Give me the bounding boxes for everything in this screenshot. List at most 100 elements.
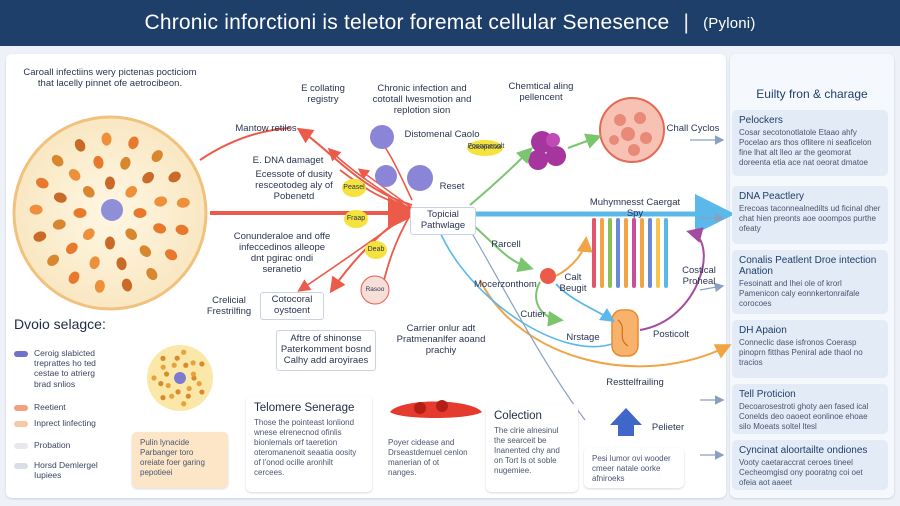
cell-particle [181, 349, 187, 355]
cell-kinase-label: Calt Beugit [559, 272, 587, 294]
legend-swatch [14, 463, 28, 469]
pathways-text: Pesi lumor ovi wooder cmeer natale oorke… [592, 454, 671, 483]
chromosome-bar [608, 218, 612, 288]
chromosome-bar [592, 218, 596, 288]
right-item-text: Fesoinatt and lhei ole of krorl Pamenico… [739, 279, 860, 308]
cell-particle [163, 371, 170, 377]
title-separator: | [683, 11, 690, 34]
chromosome-bar [616, 218, 620, 288]
cell-receptor-label: Fosomenolt [467, 143, 505, 150]
infected-cell [33, 231, 47, 242]
infected-cell-dish [12, 115, 208, 311]
infected-cell [36, 177, 49, 189]
infected-cell [47, 254, 60, 266]
polymer-label: Pelieter [651, 422, 685, 433]
infected-cell [104, 176, 116, 190]
infected-cell [29, 204, 43, 215]
dna-note: Ecessote of dusity resceotodeg aly of Po… [255, 169, 333, 202]
cell-particle [185, 393, 191, 399]
cell-particle [190, 360, 196, 366]
pathways-card: Pesi lumor ovi wooder cmeer natale oorke… [584, 448, 684, 488]
conundrum-label: Conunderaloe and offe infeccedinos alleo… [233, 231, 331, 275]
distomenal-label: Distomenal Caolo [404, 129, 480, 140]
chromosome-bar [664, 218, 668, 288]
legend-label: Ceroig slabicted treprattes ho ted cesta… [34, 348, 96, 389]
chromosome-bar [656, 218, 660, 288]
legend-swatch [14, 351, 28, 357]
cell-particle [196, 381, 202, 387]
infected-cell [52, 219, 66, 230]
infected-cell [125, 228, 138, 241]
cell-card-text: Poyer cidease and Drseastdemuel cenlon m… [388, 438, 468, 477]
right-item-title: DNA Peactlery [739, 191, 805, 202]
title-bar: Chronic inforctioni is teletor foremat c… [0, 0, 900, 46]
topical-label: Topicial Pathwlage [410, 207, 476, 235]
cell-particle [181, 401, 187, 407]
infected-cell [165, 249, 178, 261]
legend-label: Inprect linfecting [34, 418, 96, 428]
right-item-text: Erecoas taconnealnedilts ud ficinal dher… [739, 204, 881, 233]
infected-cell [94, 279, 105, 293]
telomere-card: Telomere Senerage Those the pointeast lo… [246, 396, 372, 492]
chromosome-bar [600, 218, 604, 288]
chemical-aging-label: Chemtical aling pellencent [508, 81, 574, 103]
collection-text: The clrie alnesinul the searceit be Inan… [494, 426, 560, 475]
infected-cell [146, 267, 158, 281]
badge-5: Rasoo [365, 286, 385, 293]
right-item-title: DH Apaion [739, 325, 787, 336]
telomere-title: Telomere Senerage [254, 402, 355, 414]
infected-cell [104, 236, 116, 250]
cell-particle [169, 393, 175, 399]
cell-particle [191, 375, 197, 381]
legend-row: Horsd Demlergel Iupiees [14, 460, 124, 480]
chromosome-bar [640, 218, 644, 288]
infected-cell [120, 156, 131, 170]
infected-cell [73, 207, 87, 219]
right-item-text: Conneclic dase isfronos Coerasp pinoprn … [739, 338, 863, 367]
legend-row: Inprect linfecting [14, 418, 124, 428]
costical-label: Costical Proheal [682, 265, 716, 287]
infected-cell [139, 245, 152, 258]
badge-2: Fraap [346, 215, 366, 222]
infected-cell [168, 171, 181, 183]
chromosome-bar [632, 218, 636, 288]
cell-cycles-label: Chall Cyclos [666, 123, 720, 134]
path-response-label: Aftre of shinonse Paterkomment bosnd Cal… [276, 330, 376, 371]
senescent-cell [599, 97, 665, 163]
chromosome-bar [624, 218, 628, 288]
chromosome-bar [648, 218, 652, 288]
page-subtitle: (Pyloni) [703, 14, 756, 32]
infected-cell [116, 257, 127, 271]
infected-cell [151, 150, 163, 162]
infected-cell [93, 155, 104, 169]
infected-cell [74, 139, 86, 152]
legend-swatch [14, 443, 28, 449]
telomere-text: Those the pointeast lonliond wnese elren… [254, 418, 357, 477]
legend-row: Ceroig slabicted treprattes ho ted cesta… [14, 348, 114, 389]
cell-particle [174, 355, 180, 361]
legend-swatch [14, 405, 28, 411]
right-item-title: Pelockers [739, 115, 783, 126]
infected-cell [68, 168, 81, 181]
marrow-label: Mantow retilos [235, 123, 297, 134]
infected-cell [154, 196, 168, 207]
infected-cell [68, 271, 80, 284]
cell-particle [171, 362, 177, 368]
infected-cell [65, 242, 78, 255]
cotocoral-label: Cotocoral oystoent [260, 292, 324, 320]
polymerase-label: Muhymnesst Caergat Spy [589, 197, 681, 219]
chromosome-bars [592, 218, 668, 288]
badge-3: Deab [367, 246, 385, 253]
infected-cell [175, 224, 189, 235]
collating-label: E collating registry [301, 83, 345, 105]
badge-4: Cocopetsol [468, 144, 502, 151]
legend-row: Probation [14, 440, 124, 450]
cell-label: Rarcell [491, 239, 521, 250]
infected-cell [82, 185, 95, 198]
legend-note: Pulin lynacide Parbanger toro oreiate fo… [132, 432, 228, 488]
infected-cell [89, 256, 100, 270]
chronic-infection-label: Chronic infection and cototall lwesmotio… [372, 83, 472, 116]
